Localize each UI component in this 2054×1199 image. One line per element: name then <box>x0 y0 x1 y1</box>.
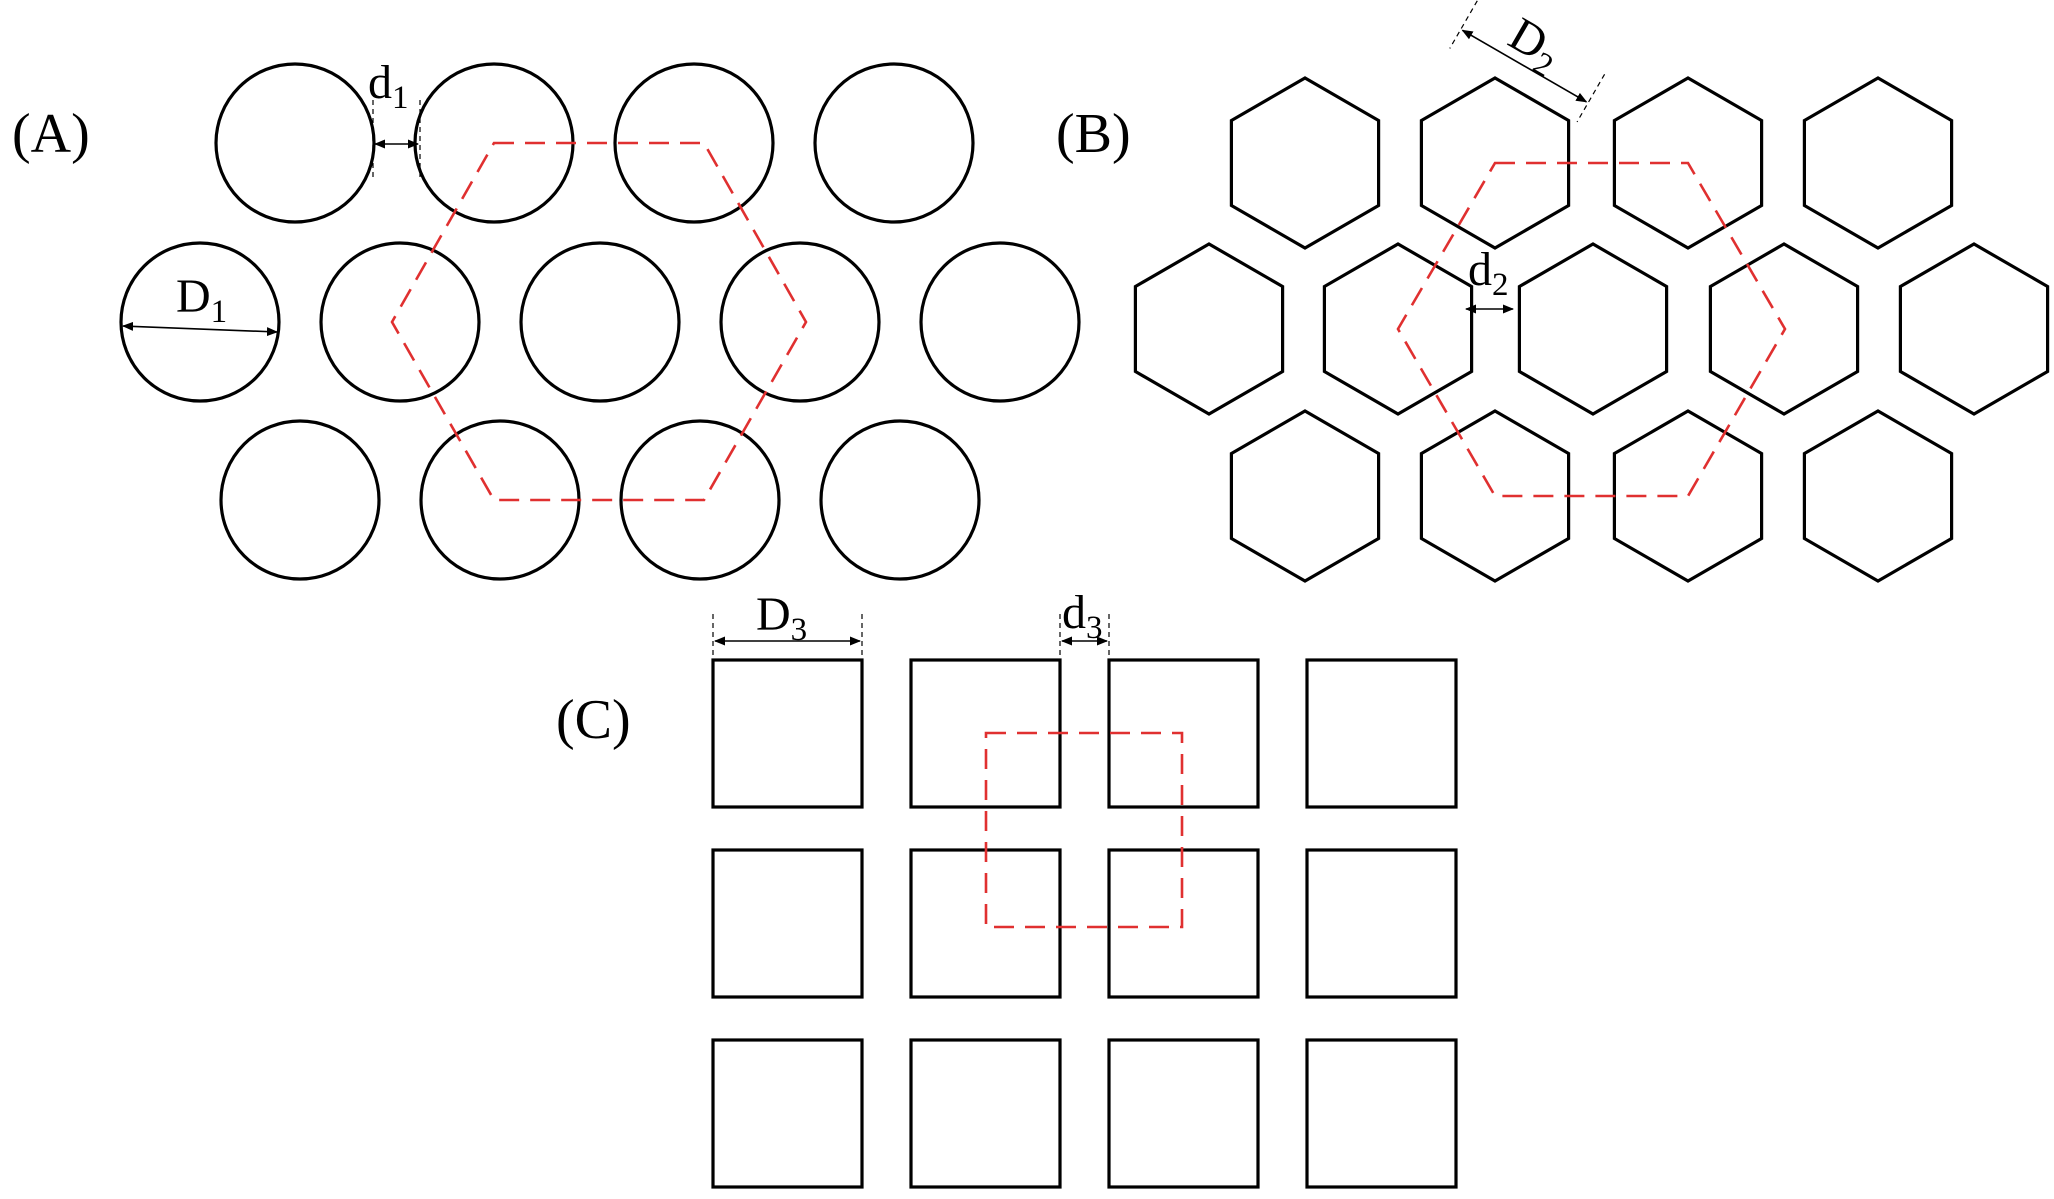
circle-pore-r2c1 <box>119 241 281 403</box>
panel-b-label: (B) <box>1056 103 1131 165</box>
spacing-label-b: d2 <box>1468 243 1509 303</box>
diameter-label-c: D3 <box>756 588 807 648</box>
panel-a-label: (A) <box>12 103 90 165</box>
panel-b: (B) D2 d2 <box>1056 0 2050 583</box>
spacing-label-c: d3 <box>1062 586 1103 646</box>
hexagon-pore-r1c3 <box>1612 76 1764 250</box>
square-pore-r1c4 <box>1305 658 1458 809</box>
hexagonal-unit-cell-b <box>1396 161 1787 498</box>
square-pore-r3c1 <box>711 1038 864 1189</box>
hexagon-pore-r3c2 <box>1419 409 1571 583</box>
circle-pore-r1c1 <box>214 62 376 224</box>
square-pore-r1c1 <box>711 658 864 809</box>
circle-pore-r1c3 <box>613 62 775 224</box>
square-pore-r3c4 <box>1305 1038 1458 1189</box>
circle-pore-r2c4 <box>719 241 881 403</box>
hexagon-pore-r2c4 <box>1708 242 1860 416</box>
hexagon-pore-r3c1 <box>1229 409 1381 583</box>
hexagon-pore-r1c2 <box>1419 76 1571 250</box>
hexagon-pore-r1c4 <box>1802 76 1954 250</box>
circle-pore-r3c1 <box>219 419 381 581</box>
diameter-label-b: D2 <box>1497 7 1571 85</box>
hexagon-pore-r2c5 <box>1898 242 2050 416</box>
circle-pore-r2c5 <box>919 241 1081 403</box>
hexagon-pore-r1c1 <box>1229 76 1381 250</box>
square-pore-r2c1 <box>711 848 864 999</box>
panel-c-label: (C) <box>556 689 631 751</box>
hexagon-pore-r3c4 <box>1802 409 1954 583</box>
hexagon-array <box>1133 76 2050 583</box>
diameter-dimension-b: D2 <box>1449 0 1606 123</box>
diameter-dimension-line-a <box>121 321 279 337</box>
panel-a: (A) D1 d1 <box>12 56 1081 581</box>
circle-array <box>119 62 1081 581</box>
square-unit-cell-c <box>984 731 1184 929</box>
circle-pore-r3c3 <box>619 419 781 581</box>
circle-pore-r1c4 <box>813 62 975 224</box>
square-pore-r1c3 <box>1107 658 1260 809</box>
hexagon-pore-r2c2 <box>1322 242 1474 416</box>
hexagon-pore-r2c1 <box>1133 242 1285 416</box>
circle-pore-r2c2 <box>319 241 481 403</box>
square-pore-r2c3 <box>1107 848 1260 999</box>
circle-pore-r2c3 <box>519 241 681 403</box>
hexagon-pore-r3c3 <box>1612 409 1764 583</box>
circle-pore-r3c4 <box>819 419 981 581</box>
square-pore-r2c4 <box>1305 848 1458 999</box>
diameter-label-a: D1 <box>176 270 227 330</box>
square-pore-r3c2 <box>909 1038 1062 1189</box>
hexagon-pore-r2c3 <box>1517 242 1669 416</box>
panel-c: (C) D3 d3 <box>556 586 1458 1189</box>
spacing-label-a: d1 <box>368 56 409 116</box>
square-array <box>711 658 1458 1189</box>
square-pore-r3c3 <box>1107 1038 1260 1189</box>
hexagonal-unit-cell-a <box>390 141 808 502</box>
